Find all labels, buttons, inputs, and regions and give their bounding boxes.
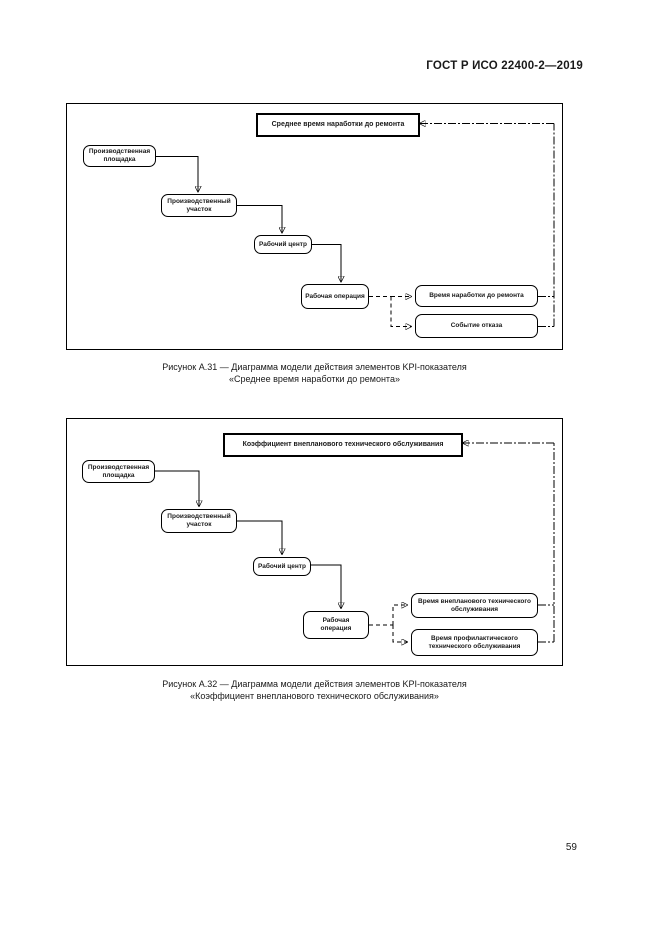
node-time-to-repair: Время наработки до ремонта <box>415 285 538 307</box>
document-header: ГОСТ Р ИСО 22400-2—2019 <box>426 60 583 72</box>
figure-a32-caption-line1: Рисунок А.32 — Диаграмма модели действия… <box>162 679 467 689</box>
node-work-operation: Рабочая операция <box>301 284 369 309</box>
node-preventive-maintenance-time: Время профилактического технического обс… <box>411 629 538 656</box>
diagram-a32-connectors <box>155 419 555 665</box>
node-work-operation: Рабочая операция <box>303 611 369 639</box>
diagram-a31: Среднее время наработки до ремонта Произ… <box>66 103 563 350</box>
figure-a31-caption-line1: Рисунок А.31 — Диаграмма модели действия… <box>162 362 467 372</box>
figure-a31-caption-line2: «Среднее время наработки до ремонта» <box>229 374 400 385</box>
figure-a32-caption-line2: «Коэффициент внепланового технического о… <box>190 691 439 702</box>
node-production-area: Производственный участок <box>161 509 237 533</box>
node-production-area: Производственный участок <box>161 194 237 217</box>
node-work-center: Рабочий центр <box>254 235 312 254</box>
page-number: 59 <box>565 842 577 853</box>
figure-a32-caption: Рисунок А.32 — Диаграмма модели действия… <box>66 678 563 702</box>
kpi-title-box: Среднее время наработки до ремонта <box>256 113 420 137</box>
node-work-center: Рабочий центр <box>253 557 311 576</box>
diagram-a31-connectors <box>156 104 555 350</box>
node-failure-event: Событие отказа <box>415 314 538 338</box>
node-production-site: Производственная площадка <box>83 145 156 167</box>
figure-a31-caption: Рисунок А.31 — Диаграмма модели действия… <box>66 361 563 385</box>
kpi-title-box: Коэффициент внепланового технического об… <box>223 433 463 457</box>
node-production-site: Производственная площадка <box>82 460 155 483</box>
node-unplanned-maintenance-time: Время внепланового технического обслужив… <box>411 593 538 618</box>
diagram-a32: Коэффициент внепланового технического об… <box>66 418 563 666</box>
